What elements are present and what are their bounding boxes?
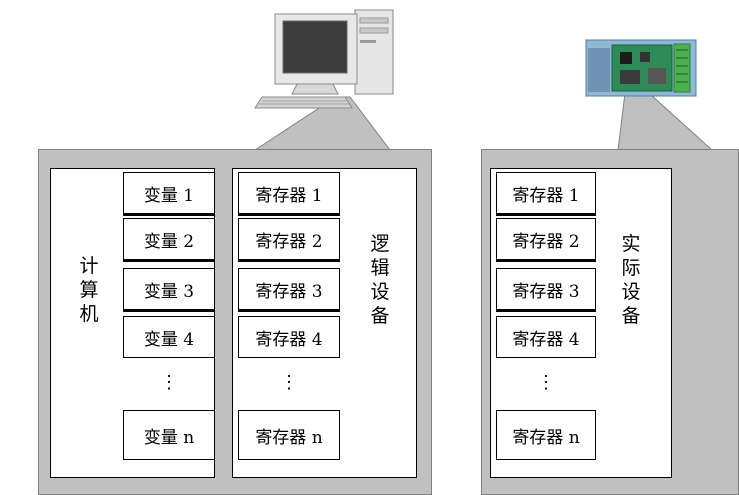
logic-device-label-char: 设 [370,281,390,303]
logic-register-ellipsis: ⋮ [280,372,298,393]
variable-column-divider [123,308,215,312]
real-register-column-divider [496,258,596,262]
real-device-label-char: 实 [621,233,641,255]
real-device-label-char: 际 [621,257,641,279]
variable-cell: 变量 2 [123,218,215,260]
logic-register-cell: 寄存器 4 [238,316,340,358]
real-register-ellipsis: ⋮ [537,372,555,393]
logic-register-cell: 寄存器 2 [238,218,340,260]
real-register-cell-last: 寄存器 n [496,410,596,460]
real-register-column-divider [496,212,596,216]
variable-ellipsis: ⋮ [160,372,178,393]
variable-cell: 变量 4 [123,316,215,358]
logic-device-label: 逻 辑 设 备 [365,225,395,335]
real-register-cell: 寄存器 1 [496,172,596,214]
register-column-divider [238,308,340,312]
register-column-divider [238,258,340,262]
real-device-label-char: 设 [621,281,641,303]
register-column-divider [238,212,340,216]
variable-cell: 变量 3 [123,268,215,310]
computer-label-char: 计 [79,255,99,277]
real-register-cell: 寄存器 3 [496,268,596,310]
real-device-label-char: 备 [621,305,641,327]
variable-column-divider [123,258,215,262]
variable-cell: 变量 1 [123,172,215,214]
computer-label-char: 机 [79,303,99,325]
logic-register-cell-last: 寄存器 n [238,410,340,460]
real-register-cell: 寄存器 4 [496,316,596,358]
computer-label-char: 算 [79,279,99,301]
logic-device-label-char: 备 [370,305,390,327]
variable-column-divider [123,212,215,216]
logic-device-label-char: 辑 [370,257,390,279]
real-device-label: 实 际 设 备 [616,225,646,335]
logic-register-cell: 寄存器 3 [238,268,340,310]
variable-cell-last: 变量 n [123,410,215,460]
logic-register-cell: 寄存器 1 [238,172,340,214]
logic-device-label-char: 逻 [370,233,390,255]
computer-label: 计 算 机 [74,240,104,340]
real-register-cell: 寄存器 2 [496,218,596,260]
real-register-column-divider [496,308,596,312]
